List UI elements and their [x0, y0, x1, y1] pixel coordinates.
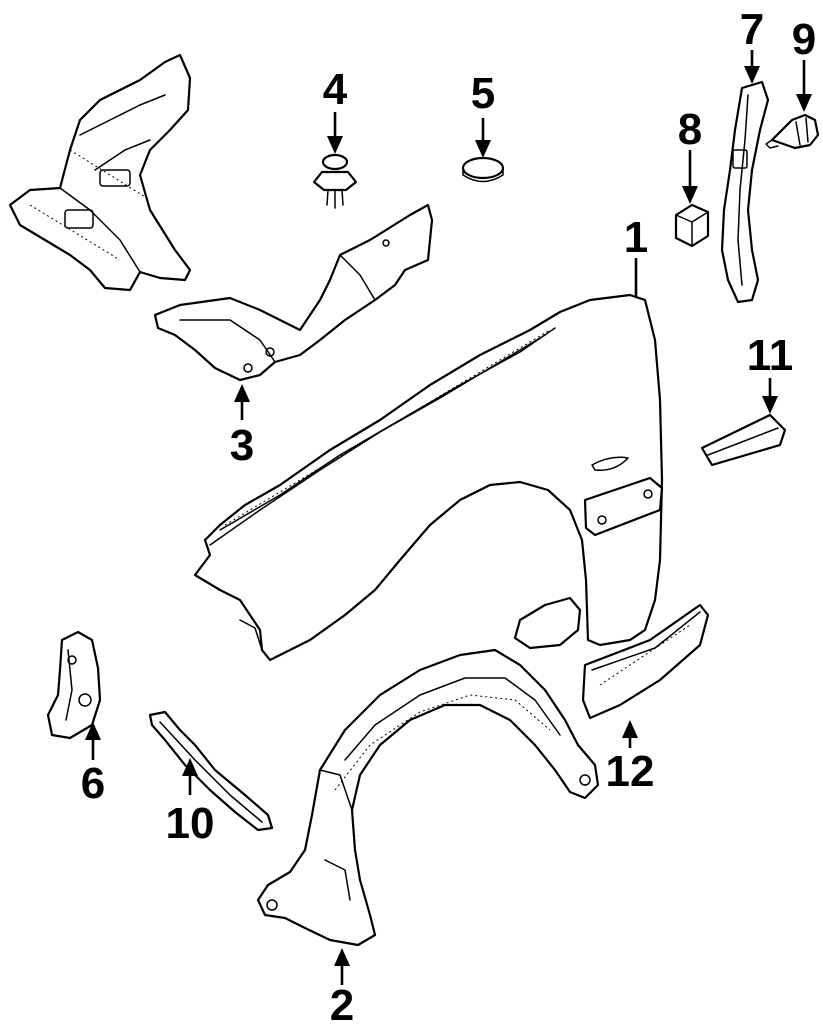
arrow-down-icon — [762, 396, 778, 414]
callout-label: 2 — [330, 981, 354, 1024]
arrow-up-icon — [334, 948, 350, 966]
arrow-down-icon — [796, 94, 812, 112]
arrow-down-icon — [475, 140, 491, 158]
part-3-splash-shield — [8, 53, 434, 382]
part-9-grommet — [765, 113, 820, 150]
callout-9: 9 — [792, 15, 816, 112]
callout-10: 10 — [166, 758, 215, 848]
callout-label: 7 — [740, 5, 764, 54]
callout-3: 3 — [230, 384, 254, 470]
callout-5: 5 — [471, 69, 495, 158]
part-10-brace — [148, 710, 274, 832]
callout-7: 7 — [740, 5, 764, 84]
callout-label: 12 — [606, 747, 655, 796]
callout-label: 4 — [323, 65, 348, 114]
arrow-up-icon — [182, 758, 198, 776]
callout-4: 4 — [323, 65, 348, 154]
callout-1: 1 — [624, 213, 648, 298]
callout-12: 12 — [606, 720, 655, 796]
part-12-side-molding — [581, 603, 710, 720]
part-2-fender-liner — [256, 648, 600, 947]
callout-label: 11 — [747, 331, 794, 380]
part-6-bracket — [46, 630, 102, 740]
part-7-seal — [720, 80, 770, 304]
arrow-up-icon — [234, 384, 250, 402]
callout-label: 5 — [471, 69, 495, 118]
part-8-cushion — [674, 203, 710, 248]
callout-label: 3 — [230, 421, 254, 470]
part-1-fender — [193, 293, 664, 662]
callout-11: 11 — [747, 331, 794, 414]
callout-2: 2 — [330, 948, 354, 1024]
callout-label: 1 — [624, 213, 648, 262]
part-4-clip — [312, 153, 358, 209]
callout-label: 8 — [678, 105, 702, 154]
arrow-down-icon — [327, 136, 343, 154]
callout-label: 10 — [166, 799, 215, 848]
callout-8: 8 — [678, 105, 702, 204]
arrow-down-icon — [744, 66, 760, 84]
callout-label: 6 — [81, 759, 105, 808]
arrow-up-icon — [85, 722, 101, 740]
callout-6: 6 — [81, 722, 105, 808]
callout-label: 9 — [792, 15, 816, 64]
arrow-down-icon — [682, 186, 698, 204]
part-5-plug — [461, 156, 505, 183]
part-11-molding — [700, 413, 787, 467]
arrow-up-icon — [622, 720, 638, 738]
